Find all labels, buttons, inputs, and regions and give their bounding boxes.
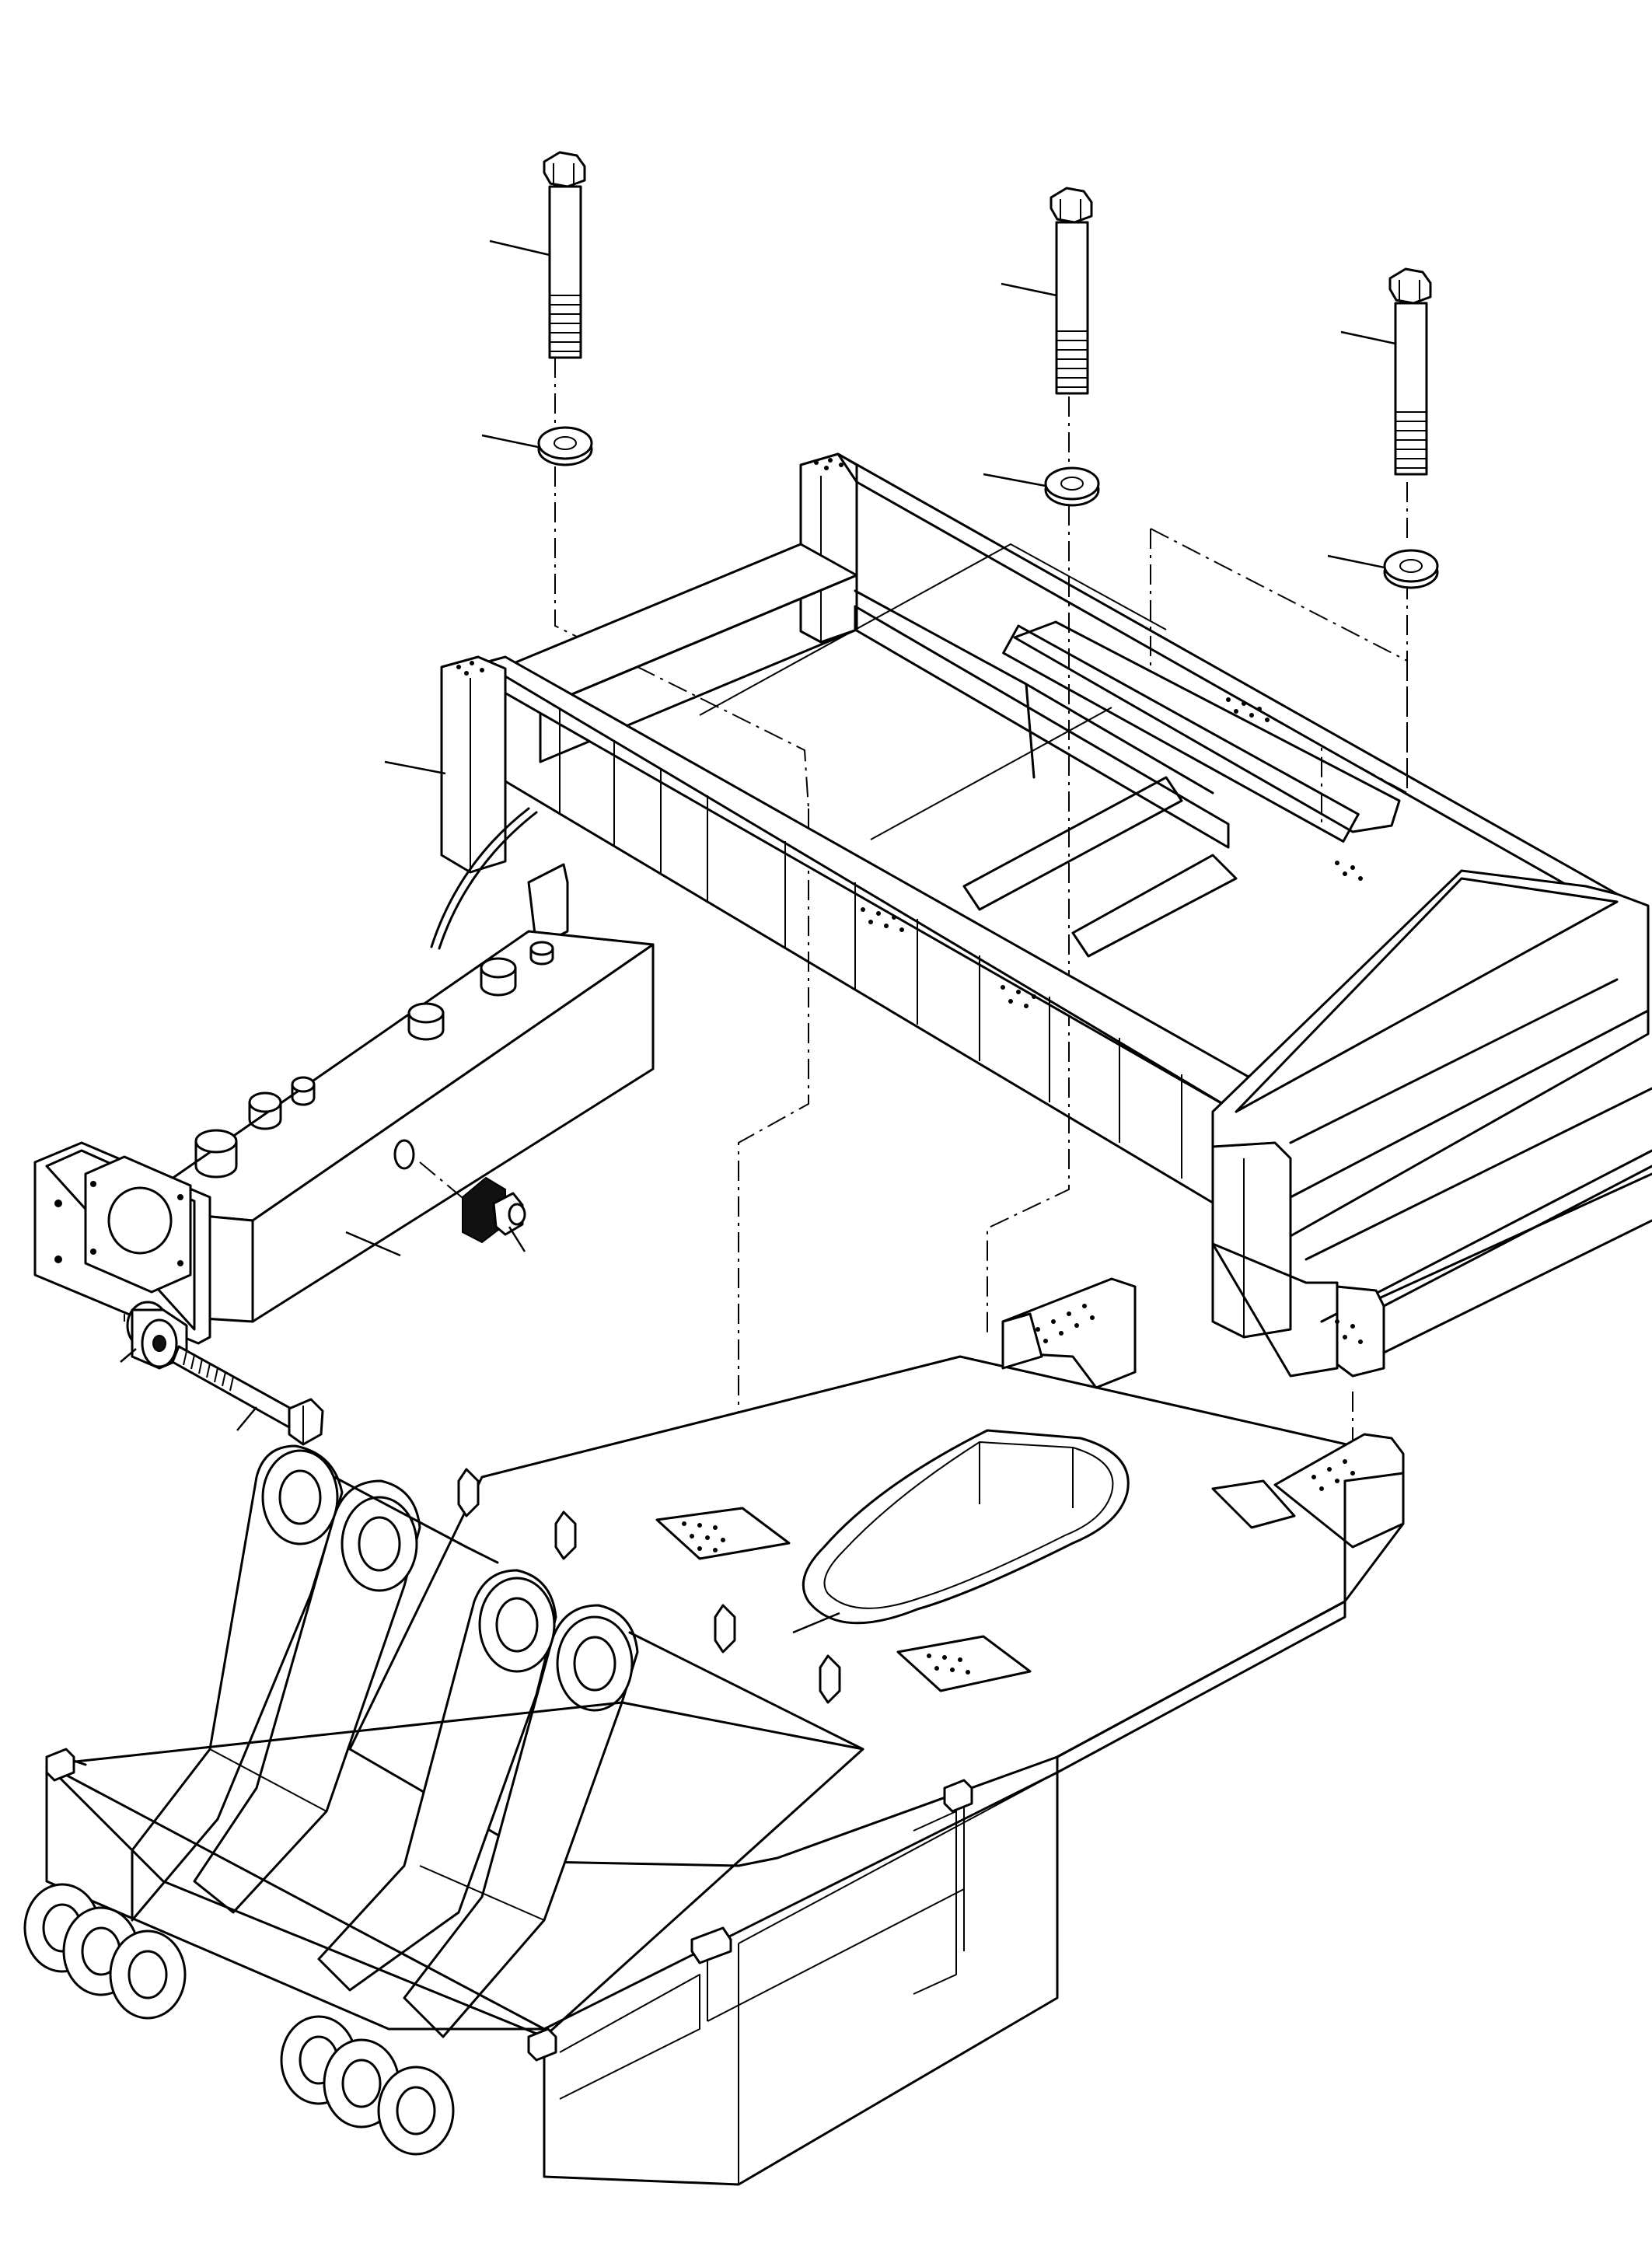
base-icon [23,1277,1405,2186]
base-bolt-holes [682,1304,1355,1675]
hex-bolt-icon [171,1345,324,1446]
callout-leaders [120,239,1396,1634]
lock-washer-icon [537,426,593,466]
hex-bolt-icon [543,151,586,359]
hex-bolt-icon [1388,267,1432,476]
assembly-center-lines [60,358,1408,1531]
fitting-icon [419,1161,526,1244]
beam-icon [33,863,655,1345]
hex-bolt-icon [1050,187,1093,395]
lock-washer-icon [1383,549,1439,589]
lock-washer-icon [1044,466,1100,507]
frame-icon [430,452,1652,1378]
spacer-icon [126,1301,188,1370]
frame-bolt-holes [456,458,1363,1344]
